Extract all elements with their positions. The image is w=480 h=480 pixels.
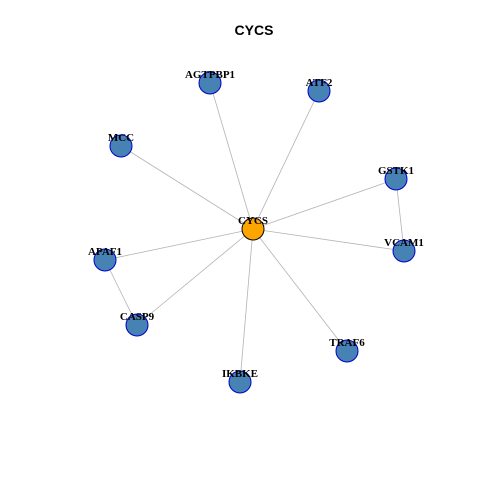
edge-apaf1-casp9 (104, 259, 138, 326)
edge-layer (104, 82, 405, 383)
node-label-cycs: CYCS (238, 215, 268, 227)
node-label-gstk1: GSTK1 (378, 165, 414, 177)
node-cycs (241, 217, 265, 241)
node-mcc (109, 134, 133, 158)
node-gstk1 (384, 167, 408, 191)
node-label-atf2: ATF2 (306, 77, 333, 89)
node-traf6 (335, 339, 359, 363)
edge-gstk1-vcam1 (395, 178, 405, 252)
node-label-traf6: TRAF6 (329, 337, 365, 349)
node-label-agtpbp1: AGTPBP1 (185, 69, 235, 81)
node-label-mcc: MCC (108, 132, 134, 144)
node-label-casp9: CASP9 (120, 311, 155, 323)
node-layer (93, 71, 416, 394)
node-agtpbp1 (198, 71, 222, 95)
node-casp9 (125, 313, 149, 337)
node-vcam1 (392, 239, 416, 263)
edge-cycs-traf6 (252, 228, 348, 352)
edge-cycs-casp9 (136, 228, 254, 326)
edge-cycs-vcam1 (252, 228, 405, 252)
node-label-ikbke: IKBKE (222, 368, 258, 380)
node-atf2 (307, 79, 331, 103)
edge-cycs-mcc (120, 145, 254, 230)
node-label-apaf1: APAF1 (88, 246, 122, 258)
node-label-vcam1: VCAM1 (384, 237, 424, 249)
edge-cycs-atf2 (252, 90, 320, 230)
edge-cycs-ikbke (239, 228, 254, 383)
edge-cycs-agtpbp1 (209, 82, 254, 230)
edge-cycs-apaf1 (104, 228, 254, 261)
node-apaf1 (93, 248, 117, 272)
node-ikbke (228, 370, 252, 394)
graph-title: CYCS (235, 22, 274, 38)
edge-cycs-gstk1 (252, 178, 397, 230)
